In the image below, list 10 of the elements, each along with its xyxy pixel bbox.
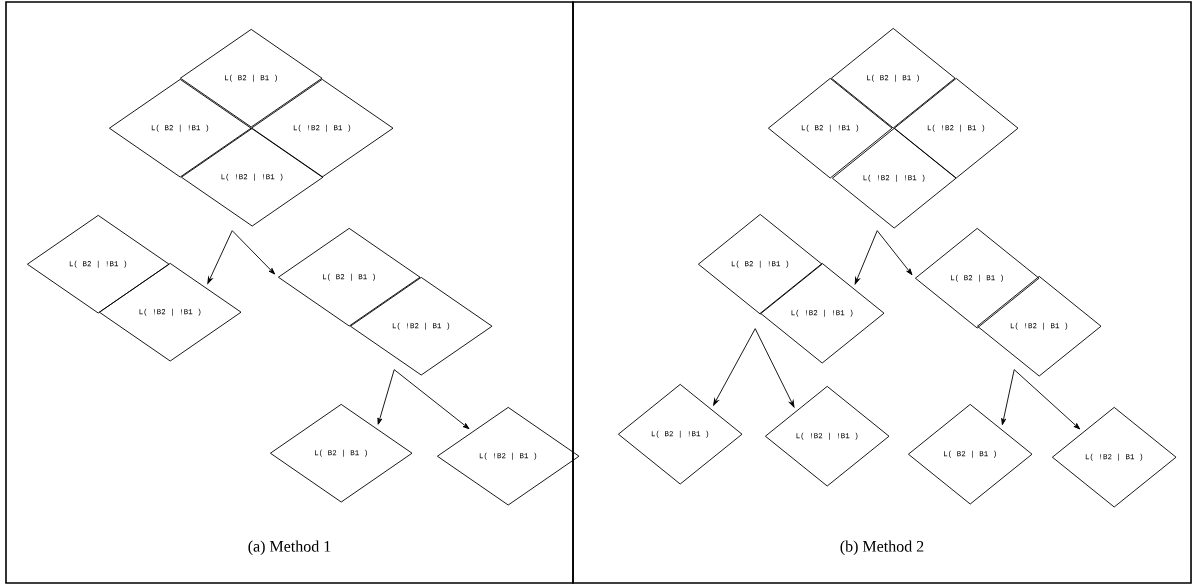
- arrow: [207, 230, 233, 284]
- arrow: [854, 230, 878, 285]
- arrow: [1013, 369, 1081, 430]
- arrow: [713, 328, 756, 406]
- arrow: [377, 369, 395, 425]
- arrow: [754, 328, 795, 408]
- arrow: [393, 369, 470, 430]
- arrow: [231, 230, 276, 275]
- arrow: [876, 230, 913, 276]
- arrow: [1001, 369, 1015, 426]
